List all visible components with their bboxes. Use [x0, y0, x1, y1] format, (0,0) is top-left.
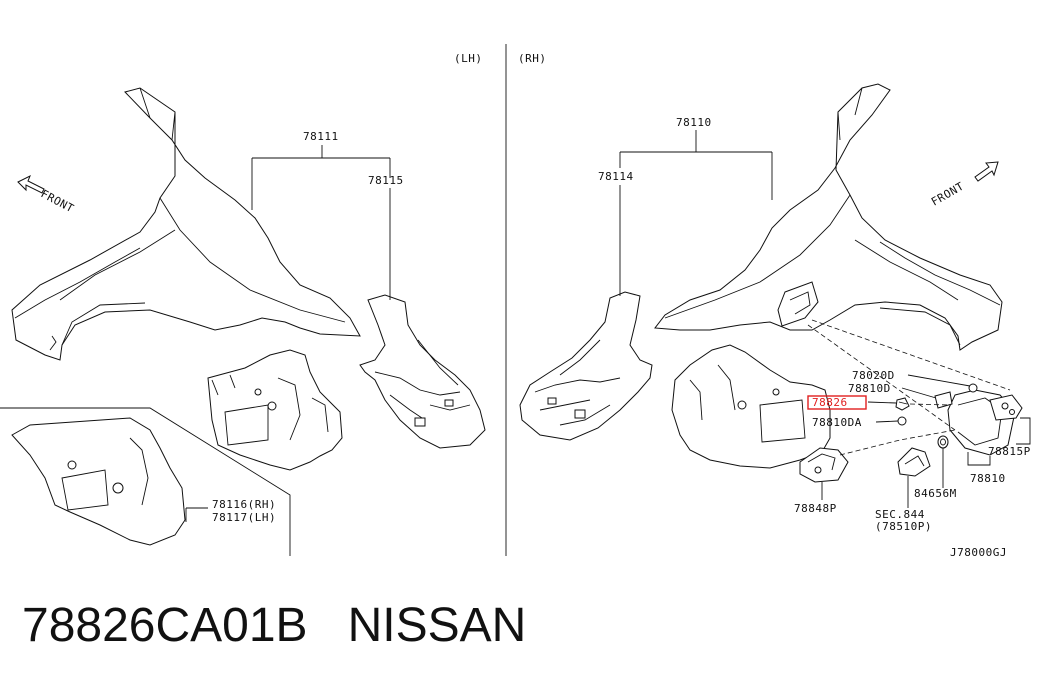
drawing-code: J78000GJ — [950, 546, 1007, 559]
bracket-78114 — [519, 291, 653, 441]
label-sec-844: SEC.844 — [875, 508, 925, 521]
assembly-line-d — [909, 403, 951, 406]
grommet-84656m — [937, 435, 949, 449]
assembly-line-a — [811, 319, 1011, 391]
fuel-lid-opening — [777, 281, 819, 327]
label-78111: 78111 — [303, 130, 339, 143]
assembly-line-c — [839, 429, 956, 456]
label-78810: 78810 — [970, 472, 1006, 485]
leader-78815p — [1016, 417, 1031, 445]
spring-78826 — [895, 397, 910, 411]
sec-844-part — [897, 447, 931, 477]
front-label-right: FRONT — [929, 180, 966, 209]
leader-78020d — [907, 374, 971, 387]
brand-name: NISSAN — [347, 599, 527, 652]
part-number: 78826CA01B — [22, 599, 308, 652]
leader-78810 — [967, 452, 991, 466]
part-caption: 78826CA01B NISSAN — [22, 598, 526, 653]
leader-78810da — [875, 420, 899, 423]
label-78848p: 78848P — [794, 502, 837, 515]
clip-78020d — [968, 383, 978, 393]
leader-78116 — [185, 507, 208, 522]
inset-78116-78117 — [0, 407, 291, 556]
label-78020d: 78020D — [852, 369, 895, 382]
label-78810da: 78810DA — [812, 416, 862, 429]
label-78117: 78117(LH) — [212, 511, 276, 524]
label-78115: 78115 — [368, 174, 404, 187]
highlight-78826 — [807, 395, 867, 410]
wheelhouse-inner-lh — [207, 349, 343, 471]
side-label-lh: (LH) — [454, 52, 483, 65]
wheelhouse-inner-rh — [671, 344, 831, 469]
bumper-78810d — [934, 391, 953, 409]
label-78116: 78116(RH) — [212, 498, 276, 511]
front-label-left: FRONT — [39, 187, 77, 215]
bumper-78810da — [897, 416, 907, 426]
label-78110: 78110 — [676, 116, 712, 129]
label-84656m: 84656M — [914, 487, 957, 500]
label-sec-844-sub: (78510P) — [875, 520, 932, 533]
bracket-78115 — [359, 294, 486, 449]
label-78810d: 78810D — [848, 382, 891, 395]
leader-78810d — [901, 387, 937, 399]
front-arrow-left-icon — [17, 174, 45, 194]
leader-78826 — [867, 401, 897, 404]
label-78826: 78826 — [812, 396, 848, 409]
leader-78110 — [619, 130, 773, 200]
side-label-rh: (RH) — [518, 52, 547, 65]
front-arrow-right-icon — [974, 161, 999, 182]
assembly-line-b — [807, 324, 956, 431]
rear-fender-panel-rh — [654, 83, 1003, 351]
leader-78111 — [251, 145, 391, 210]
rear-fender-panel-lh — [11, 87, 361, 361]
label-78114: 78114 — [598, 170, 634, 183]
fuel-filler-lid-assembly — [947, 389, 1023, 456]
bracket-78848p — [799, 447, 849, 483]
label-78815p: 78815P — [988, 445, 1031, 458]
